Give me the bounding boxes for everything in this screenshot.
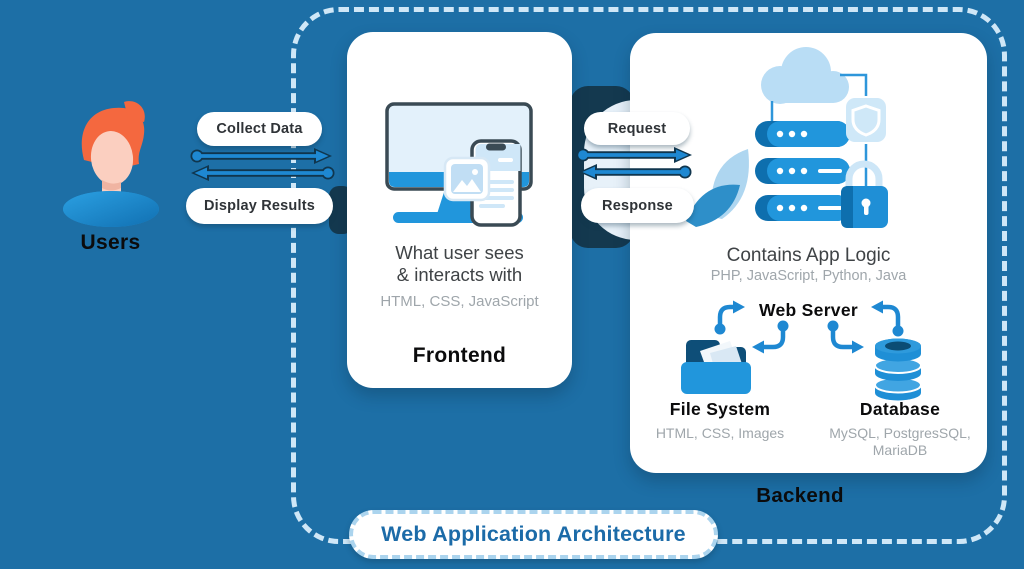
arrow-right-icon [576, 147, 692, 163]
arrow-left-icon [191, 165, 335, 181]
database-technologies-line2: MariaDB [872, 441, 928, 458]
image-placeholder-icon [443, 156, 491, 202]
request-label: Request [607, 120, 667, 137]
frontend-technologies: HTML, CSS, JavaScript [380, 293, 539, 310]
backend-title: Backend [756, 484, 844, 507]
user-avatar-icon [63, 101, 159, 227]
collect-data-pill: Collect Data [197, 112, 322, 146]
diagram-title: Web Application Architecture [381, 522, 686, 546]
backend-heading: Contains App Logic [726, 245, 891, 266]
response-label: Response [602, 197, 673, 214]
display-results-pill: Display Results [186, 188, 333, 224]
collect-data-label: Collect Data [216, 121, 303, 137]
request-pill: Request [584, 112, 690, 145]
users-label: Users [80, 231, 141, 254]
curved-arrow-heads [714, 300, 904, 354]
users-frontend-arrows-icon [190, 148, 335, 181]
folder-icon [681, 340, 751, 394]
shield-icon [846, 98, 886, 142]
arrow-right-icon [190, 148, 332, 164]
frontend-backend-arrows-icon [576, 147, 692, 180]
database-technologies-line1: MySQL, PostgresSQL, [829, 425, 971, 441]
leaf-decoration [686, 149, 749, 227]
frontend-title: Frontend [412, 344, 507, 367]
backend-server-illustration [686, 47, 888, 228]
frontend-card: What user sees & interacts with HTML, CS… [347, 32, 572, 388]
display-results-label: Display Results [204, 198, 315, 214]
file-system-label: File System [669, 399, 771, 419]
server-stack-icon [755, 121, 850, 221]
webserver-storage-illustration [681, 300, 922, 401]
web-server-label: Web Server [759, 300, 858, 320]
backend-technologies: PHP, JavaScript, Python, Java [710, 268, 907, 284]
response-pill: Response [581, 188, 694, 223]
lock-icon [841, 160, 888, 228]
cloud-icon [761, 47, 849, 104]
frontend-devices-icon [385, 102, 533, 227]
database-icon [874, 338, 922, 401]
frontend-heading-line1: What user sees [395, 242, 524, 263]
frontend-heading-line2: & interacts with [396, 263, 523, 285]
backend-card: Contains App Logic PHP, JavaScript, Pyth… [630, 33, 987, 473]
database-label: Database [859, 399, 941, 419]
curved-arrows [717, 304, 901, 350]
arrow-left-icon [579, 164, 692, 180]
diagram-title-banner: Web Application Architecture [349, 510, 718, 559]
file-system-technologies: HTML, CSS, Images [655, 425, 785, 441]
